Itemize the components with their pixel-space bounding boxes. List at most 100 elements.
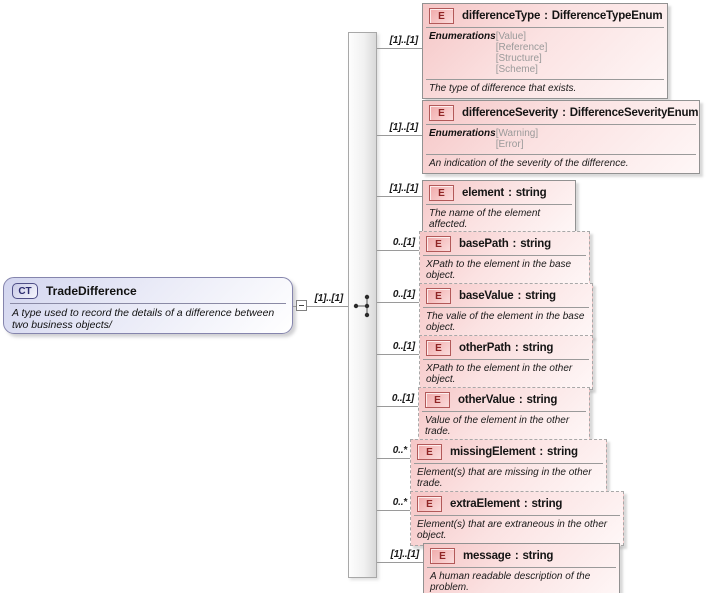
element-icon: E (425, 392, 450, 408)
element-type: string (522, 342, 554, 354)
complex-type-annotation: A type used to record the details of a d… (12, 307, 275, 331)
element-annotation: The valie of the element in the base obj… (426, 311, 585, 333)
sequence-bar[interactable] (348, 32, 377, 578)
enumeration-values: [Value] [Reference] [Structure] [Scheme] (496, 31, 548, 75)
cardinality-label: 0..[1] (392, 237, 415, 248)
complex-type-title: TradeDifference (46, 284, 137, 298)
connector-line-root (293, 306, 348, 307)
element-box-basePath[interactable]: E basePath : string XPath to the element… (419, 231, 590, 286)
divider (10, 303, 286, 304)
cardinality-label: 0..[1] (391, 393, 414, 404)
cardinality-label: [1]..[1] (390, 549, 420, 560)
enumeration-values: [Warning] [Error] (496, 128, 538, 150)
element-type: string (515, 187, 547, 199)
type-colon: : (512, 238, 517, 250)
element-box-otherPath[interactable]: E otherPath : string XPath to the elemen… (419, 335, 593, 390)
type-colon: : (523, 498, 528, 510)
cardinality-label: 0..* (392, 497, 407, 508)
element-header: E baseValue : string (420, 284, 592, 307)
element-icon: E (426, 288, 451, 304)
cardinality-label: [1]..[1] (389, 183, 419, 194)
enum-value: [Scheme] (495, 64, 538, 75)
type-colon: : (508, 187, 512, 199)
type-colon: : (562, 107, 566, 119)
element-box-message[interactable]: E message : string A human readable desc… (423, 543, 620, 593)
connector-line (377, 250, 419, 251)
sequence-icon (353, 294, 370, 318)
connector-line (377, 406, 418, 407)
complex-type-header: CT TradeDifference (4, 278, 292, 302)
connector-line (377, 562, 423, 563)
element-box-missingElement[interactable]: E missingElement : string Element(s) tha… (410, 439, 607, 494)
connector-line (377, 510, 410, 511)
enum-value: [Value] (495, 31, 527, 42)
enum-value: [Structure] (495, 53, 542, 64)
divider (426, 154, 696, 155)
element-annotation: XPath to the element in the base object. (426, 259, 572, 281)
element-header: E otherPath : string (420, 336, 592, 359)
enum-value: [Warning] (495, 128, 539, 139)
divider (427, 567, 616, 568)
divider (414, 515, 620, 516)
element-box-differenceType[interactable]: E differenceType : DifferenceTypeEnum En… (422, 3, 668, 99)
element-box-otherValue[interactable]: E otherValue : string Value of the eleme… (418, 387, 590, 442)
divider (426, 79, 664, 80)
complex-type-box-TradeDifference[interactable]: CT TradeDifference A type used to record… (3, 277, 293, 334)
element-name: basePath (459, 238, 509, 250)
element-header: E element : string (423, 181, 575, 204)
cardinality-label: 0..[1] (392, 289, 415, 300)
element-type: string (531, 498, 563, 510)
element-icon: E (417, 496, 442, 512)
element-annotation: XPath to the element in the other object… (426, 363, 573, 385)
connector-line (377, 354, 419, 355)
divider (414, 463, 603, 464)
element-icon: E (429, 8, 454, 24)
element-box-extraElement[interactable]: E extraElement : string Element(s) that … (410, 491, 624, 546)
element-icon: E (426, 236, 451, 252)
element-annotation: A human readable description of the prob… (430, 571, 591, 593)
cardinality-label: [1]..[1] (389, 35, 419, 46)
element-name: extraElement (450, 498, 520, 510)
enumerations-label: Enumerations (429, 128, 496, 139)
element-name: otherPath (459, 342, 511, 354)
element-icon: E (426, 340, 451, 356)
cardinality-label: 0..[1] (392, 341, 415, 352)
connector-line (377, 135, 422, 136)
element-type: string (547, 446, 578, 458)
element-header: E missingElement : string (411, 440, 606, 463)
element-type: string (522, 550, 554, 562)
connector-line (377, 458, 410, 459)
type-colon: : (514, 550, 519, 562)
element-annotation: The type of difference that exists. (429, 83, 577, 94)
type-colon: : (517, 290, 522, 302)
divider (426, 27, 664, 28)
element-name: element (462, 187, 505, 199)
element-header: E differenceSeverity : DifferenceSeverit… (423, 101, 699, 124)
collapse-minus-icon[interactable] (296, 300, 307, 311)
element-icon: E (430, 548, 455, 564)
element-icon: E (429, 105, 454, 121)
element-name: message (463, 550, 511, 562)
enum-value: [Reference] (495, 42, 548, 53)
divider (423, 307, 589, 308)
element-icon: E (417, 444, 442, 460)
type-colon: : (518, 394, 523, 406)
element-box-baseValue[interactable]: E baseValue : string The valie of the el… (419, 283, 593, 338)
enum-value: [Error] (495, 139, 524, 150)
element-box-element[interactable]: E element : string The name of the eleme… (422, 180, 576, 235)
element-name: missingElement (450, 446, 536, 458)
complex-type-icon: CT (12, 283, 38, 299)
element-header: E otherValue : string (419, 388, 589, 411)
element-type: string (526, 394, 558, 406)
element-header: E differenceType : DifferenceTypeEnum (423, 4, 667, 27)
enumerations-label: Enumerations (429, 31, 496, 42)
element-name: baseValue (459, 290, 514, 302)
element-annotation: Value of the element in the other trade. (425, 415, 570, 437)
element-box-differenceSeverity[interactable]: E differenceSeverity : DifferenceSeverit… (422, 100, 700, 174)
divider (423, 255, 586, 256)
connector-line (377, 196, 422, 197)
element-type: DifferenceSeverityEnum (569, 107, 699, 119)
element-annotation: An indication of the severity of the dif… (429, 158, 629, 169)
element-type: DifferenceTypeEnum (551, 10, 663, 22)
